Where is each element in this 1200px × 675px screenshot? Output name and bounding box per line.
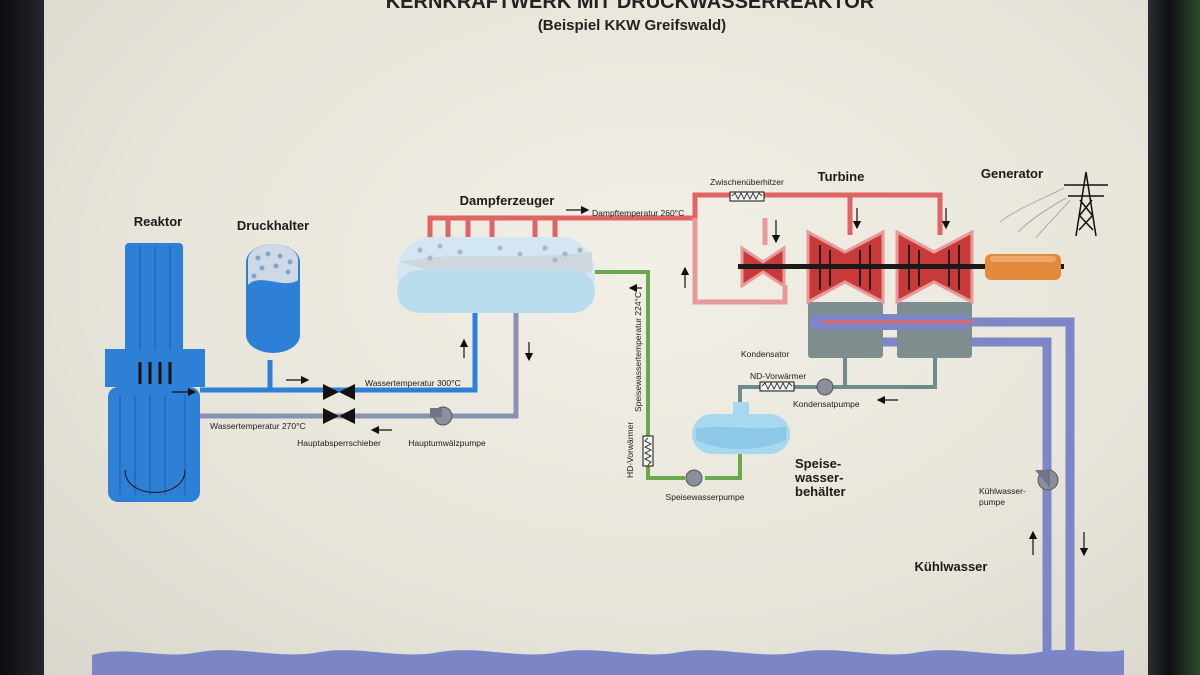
- poster-subtitle: (Beispiel KKW Greifswald): [538, 17, 726, 34]
- steam-flow-arrows: [566, 205, 1089, 557]
- main-steam-line: [427, 192, 943, 238]
- steam-generator: [397, 237, 595, 313]
- cooling-water-circuit: [817, 317, 1075, 655]
- pressurizer-label: Druckhalter: [237, 218, 309, 233]
- main-coolant-pump-label: Hauptumwälzpumpe: [408, 438, 486, 448]
- turbine-shaft: [738, 264, 1064, 269]
- steam-generator-label: Dampferzeuger: [460, 193, 555, 208]
- turbine-label: Turbine: [818, 169, 865, 184]
- condenser: [808, 302, 972, 358]
- main-shutoff-valves: [323, 384, 355, 424]
- power-lines: [999, 187, 1071, 239]
- hp-preheater: [642, 435, 654, 467]
- condenser-label: Kondensator: [741, 349, 789, 359]
- cooling-pump-label-2: pumpe: [979, 497, 1005, 507]
- feedwater-tank-label-3: behälter: [795, 484, 846, 499]
- reheater-coil: [729, 191, 765, 202]
- condensate-pump-label: Kondensatpumpe: [793, 399, 860, 409]
- feedwater-pump: [685, 469, 703, 487]
- feedwater-tank-label-2: wasser-: [794, 470, 843, 485]
- cooling-water-label: Kühlwasser: [915, 559, 988, 574]
- cold-leg-temperature: Wassertemperatur 270°C: [210, 421, 306, 431]
- feedwater-tank: [692, 402, 790, 454]
- cooling-pump-label-1: Kühlwasser-: [979, 486, 1026, 496]
- main-coolant-pump: [430, 406, 453, 426]
- lp-preheater-label: ND-Vorwärmer: [750, 371, 806, 381]
- generator-unit: [985, 254, 1061, 280]
- transmission-pylon-icon: [1064, 171, 1108, 237]
- pressurizer: [246, 244, 300, 353]
- feedwater-temperature: Speisewassertemperatur 224°C: [633, 292, 643, 412]
- poster-title: KERNKRAFTWERK MIT DRUCKWASSERREAKTOR: [386, 0, 875, 13]
- valve-label: Hauptabsperrschieber: [297, 438, 381, 448]
- hp-preheater-label: HD-Vorwärmer: [625, 422, 635, 478]
- reheater-loop: [692, 218, 788, 305]
- reactor-vessel: [105, 243, 205, 502]
- reactor-label: Reaktor: [134, 214, 182, 229]
- primary-flow-arrows: [172, 338, 534, 435]
- sea-water: [92, 649, 1124, 675]
- frame-left-edge: [0, 0, 44, 675]
- feedwater-pump-label: Speisewasserpumpe: [666, 492, 745, 502]
- lp-preheater: [759, 381, 795, 392]
- steam-temperature: Dampftemperatur 260°C: [592, 208, 684, 218]
- hot-leg-temperature: Wassertemperatur 300°C: [365, 378, 461, 388]
- frame-right-edge: [1148, 0, 1200, 675]
- reheater-label: Zwischenüberhitzer: [710, 177, 784, 187]
- condensate-pump: [816, 378, 834, 396]
- feedwater-line: [595, 270, 742, 480]
- feedwater-tank-label-1: Speise-: [795, 456, 841, 471]
- generator-label: Generator: [981, 166, 1043, 181]
